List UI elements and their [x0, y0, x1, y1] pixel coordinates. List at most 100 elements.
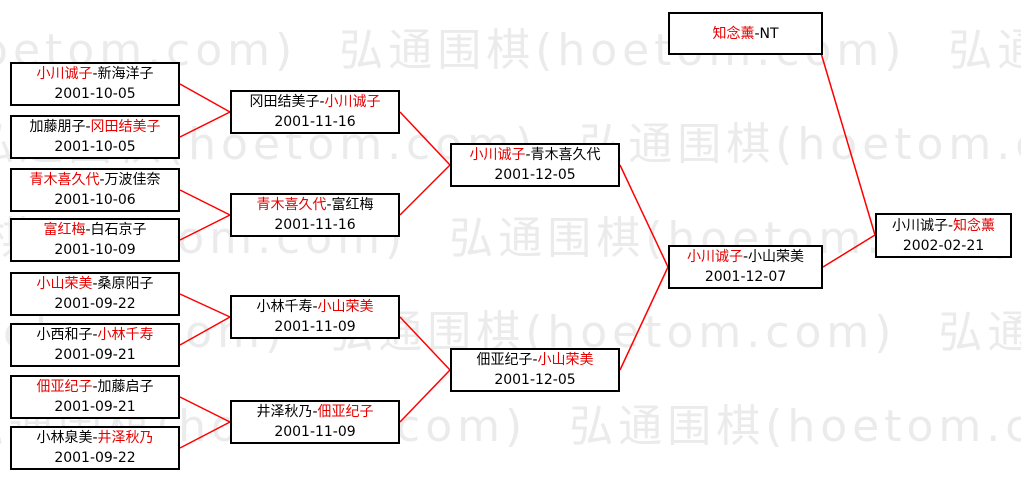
match-box-round2-4: 井泽秋乃-佃亚纪子 2001-11-09	[230, 400, 400, 444]
player-2: 知念薰	[953, 217, 996, 234]
separator: -	[326, 197, 332, 213]
match-players: 小山荣美-桑原阳子	[12, 274, 178, 294]
match-players: 青木喜久代-万波佳奈	[12, 170, 178, 190]
match-date: 2001-11-09	[274, 319, 356, 335]
separator: -	[525, 147, 531, 163]
player-1: 小川诚子	[686, 249, 743, 265]
match-players: 知念薰-NT	[670, 24, 821, 44]
match-box-round1-5: 小山荣美-桑原阳子 2001-09-22	[10, 272, 180, 316]
match-players: 加藤朋子-冈田结美子	[12, 117, 178, 137]
match-date: 2001-09-22	[54, 450, 136, 466]
player-1: 小山荣美	[36, 276, 93, 292]
watermark-text: 弘通围棋(hoetom.com)	[579, 119, 1021, 170]
match-date: 2001-10-05	[54, 139, 136, 155]
player-2: 小山荣美	[317, 299, 374, 315]
player-2: 桑原阳子	[97, 276, 154, 292]
player-2: 佃亚纪子	[317, 404, 374, 420]
player-1: 知念薰	[712, 25, 755, 42]
match-players: 冈田结美子-小川诚子	[232, 92, 398, 112]
match-box-round2-1: 冈田结美子-小川诚子 2001-11-16	[230, 90, 400, 134]
player-2: 白石京子	[90, 222, 147, 238]
match-date: 2001-09-21	[54, 399, 136, 415]
title-holder-box: 知念薰-NT	[668, 12, 823, 55]
watermark-text: 弘通围棋(hoetom.com)	[938, 307, 1021, 358]
player-1: 青木喜久代	[29, 172, 100, 188]
match-box-round1-6: 小西和子-小林千寿 2001-09-21	[10, 323, 180, 367]
match-box-round1-7: 佃亚纪子-加藤启子 2001-09-21	[10, 375, 180, 419]
match-date: 2002-02-21	[902, 237, 985, 254]
player-2: 小山荣美	[537, 352, 594, 368]
match-players: 小川诚子-知念薰	[877, 216, 1010, 236]
separator: -	[92, 379, 98, 395]
separator: -	[312, 299, 318, 315]
match-players: 井泽秋乃-佃亚纪子	[232, 402, 398, 422]
match-players: 小林千寿-小山荣美	[232, 297, 398, 317]
match-date: 2001-11-16	[274, 217, 356, 233]
match-box-round1-4: 富红梅-白石京子 2001-10-09	[10, 218, 180, 262]
player-1: 小林千寿	[256, 299, 313, 315]
match-date: 2001-10-06	[54, 192, 136, 208]
match-players: 富红梅-白石京子	[12, 220, 178, 240]
player-2: 富红梅	[331, 197, 374, 213]
player-2: 加藤启子	[97, 379, 154, 395]
player-1: 小川诚子	[891, 217, 948, 234]
match-date: 2001-12-07	[704, 269, 787, 285]
separator: -	[312, 404, 318, 420]
match-players: 小西和子-小林千寿	[12, 325, 178, 345]
match-date: 2001-11-09	[274, 424, 356, 440]
player-2: 冈田结美子	[90, 119, 161, 135]
player-2: 万波佳奈	[104, 172, 161, 188]
player-1: 小林泉美	[36, 430, 93, 446]
match-box-round1-2: 加藤朋子-冈田结美子 2001-10-05	[10, 115, 180, 159]
player-2: NT	[759, 25, 779, 42]
match-date: 2001-09-21	[54, 347, 136, 363]
separator: -	[319, 94, 325, 110]
player-1: 井泽秋乃	[256, 404, 313, 420]
match-box-round1-1: 小川诚子-新海洋子 2001-10-05	[10, 62, 180, 106]
player-1: 小西和子	[36, 327, 93, 343]
player-1: 小川诚子	[469, 147, 526, 163]
separator: -	[532, 352, 538, 368]
match-box-round1-8: 小林泉美-井泽秋乃 2001-09-22	[10, 426, 180, 470]
player-2: 新海洋子	[97, 66, 154, 82]
match-date: 2001-11-16	[274, 114, 356, 130]
match-box-semifinal-1: 小川诚子-青木喜久代 2001-12-05	[450, 143, 620, 187]
match-box-final: 小川诚子-小山荣美 2001-12-07	[668, 245, 823, 289]
separator: -	[99, 172, 105, 188]
player-2: 小山荣美	[748, 249, 805, 265]
separator: -	[85, 222, 91, 238]
match-players: 佃亚纪子-加藤启子	[12, 377, 178, 397]
separator: -	[742, 249, 749, 265]
watermark-text: 弘通围棋(hoetom.com)	[569, 401, 1021, 452]
player-2: 小林千寿	[97, 327, 154, 343]
player-1: 加藤朋子	[29, 119, 86, 135]
match-box-round2-2: 青木喜久代-富红梅 2001-11-16	[230, 193, 400, 237]
separator: -	[92, 430, 98, 446]
player-1: 佃亚纪子	[476, 352, 533, 368]
match-players: 小川诚子-青木喜久代	[452, 145, 618, 165]
match-players: 小川诚子-新海洋子	[12, 64, 178, 84]
separator: -	[754, 25, 760, 42]
player-1: 小川诚子	[36, 66, 93, 82]
separator: -	[85, 119, 91, 135]
match-players: 小林泉美-井泽秋乃	[12, 428, 178, 448]
match-box-semifinal-2: 佃亚纪子-小山荣美 2001-12-05	[450, 348, 620, 392]
match-date: 2001-12-05	[494, 372, 576, 388]
match-players: 佃亚纪子-小山荣美	[452, 350, 618, 370]
player-1: 富红梅	[43, 222, 86, 238]
match-date: 2001-10-09	[54, 242, 136, 258]
match-date: 2001-12-05	[494, 167, 576, 183]
player-1: 冈田结美子	[249, 94, 320, 110]
match-players: 小川诚子-小山荣美	[670, 247, 821, 267]
match-players: 青木喜久代-富红梅	[232, 195, 398, 215]
match-date: 2001-10-05	[54, 86, 136, 102]
separator: -	[92, 276, 98, 292]
separator: -	[947, 217, 954, 234]
player-1: 佃亚纪子	[36, 379, 93, 395]
match-date: 2001-09-22	[54, 296, 136, 312]
match-box-round1-3: 青木喜久代-万波佳奈 2001-10-06	[10, 168, 180, 212]
title-match-box: 小川诚子-知念薰 2002-02-21	[875, 213, 1012, 258]
player-2: 青木喜久代	[530, 147, 601, 163]
player-2: 井泽秋乃	[97, 430, 154, 446]
